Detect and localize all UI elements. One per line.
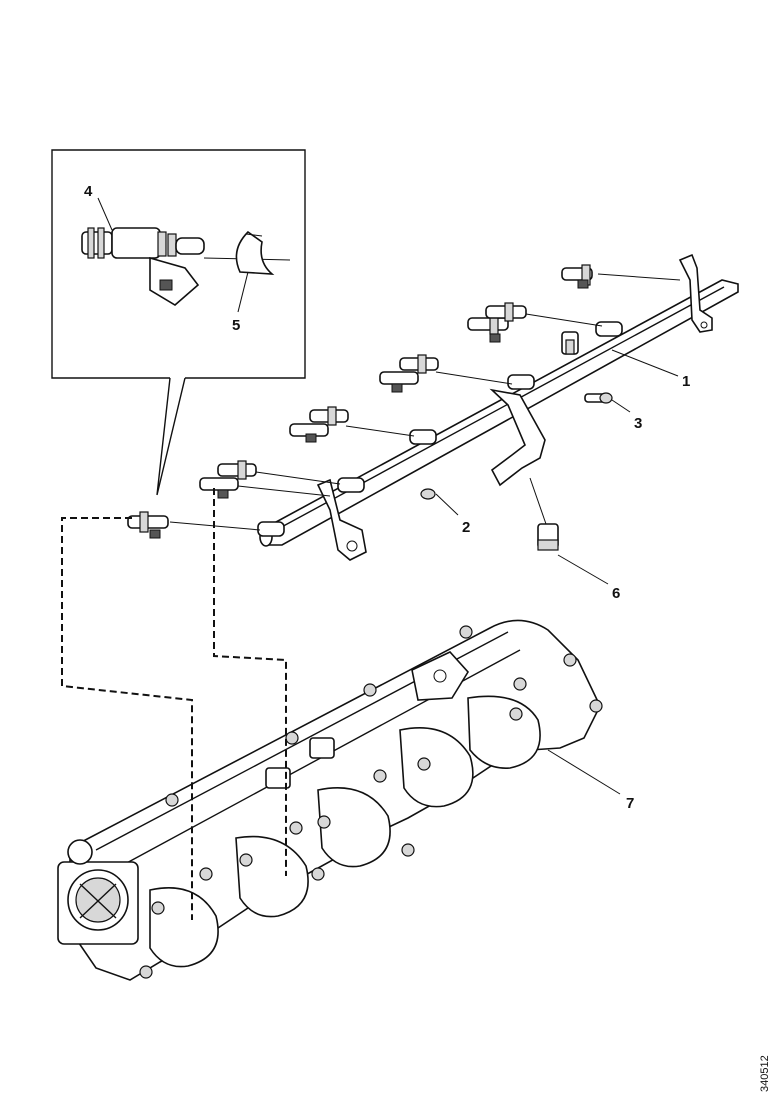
sensor-6 xyxy=(529,477,609,585)
bolt-2 xyxy=(420,488,459,516)
callout-1: 1 xyxy=(682,373,690,390)
reference-number: 340512 xyxy=(759,1055,771,1092)
alignment-lines xyxy=(61,488,287,920)
injector-detail xyxy=(81,227,291,306)
detail-inset xyxy=(51,149,306,496)
callout-3: 3 xyxy=(634,415,642,432)
callout-4: 4 xyxy=(84,183,93,200)
callout-5: 5 xyxy=(232,317,240,334)
callout-6: 6 xyxy=(612,585,620,602)
injectors xyxy=(127,264,681,539)
clip-detail xyxy=(235,230,275,275)
callout-7: 7 xyxy=(626,795,634,812)
callout-2: 2 xyxy=(462,519,470,536)
callout-labels: 1 2 3 4 5 6 7 xyxy=(84,183,690,812)
bolt-3 xyxy=(584,392,631,413)
intake-manifold xyxy=(57,619,621,981)
rail-ports xyxy=(257,321,623,537)
